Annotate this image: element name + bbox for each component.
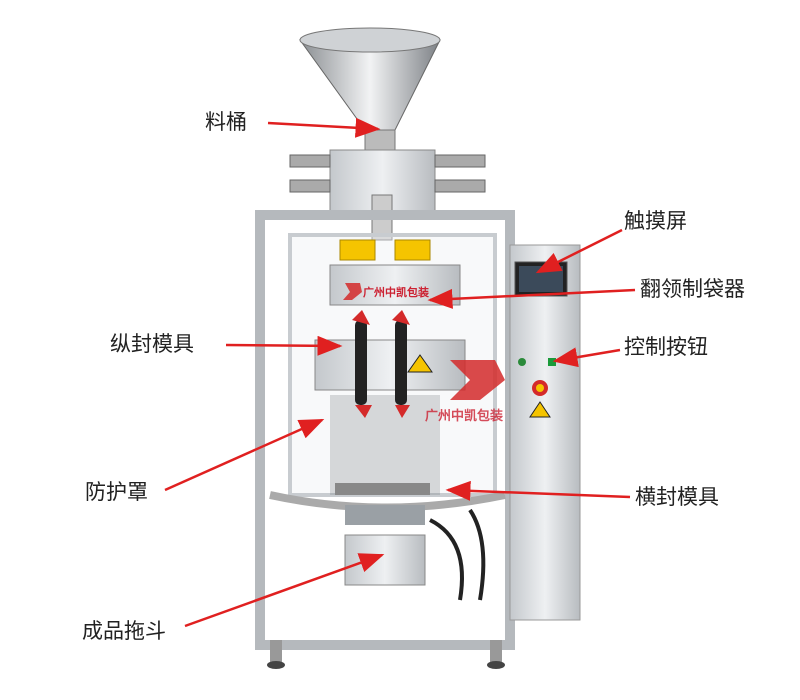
label-horizontal-seal: 横封模具 [635,485,719,509]
upper-assembly [289,149,486,241]
label-product-chute: 成品拖斗 [82,619,166,643]
label-control-buttons: 控制按钮 [624,335,708,359]
label-guard: 防护罩 [85,480,148,504]
arrow-control-buttons [552,347,621,368]
callout-arrows [164,117,636,628]
logo-text: 广州中凯包装 [363,286,429,299]
arrow-vertical-seal [225,335,343,356]
label-bag-former: 翻领制袋器 [640,277,745,301]
label-touch-screen: 触摸屏 [624,209,687,233]
horizontal-seal-jaw [335,483,430,525]
logo-text-watermark: 广州中凯包装 [425,409,504,424]
hopper [299,27,441,151]
control-cabinet [509,244,581,621]
arrow-guard [164,418,325,492]
label-vertical-seal: 纵封模具 [110,332,194,356]
arrow-product-chute [184,553,385,628]
logo-mark [343,283,505,400]
label-hopper: 料桶 [205,110,247,134]
arrow-touch-screen [535,228,623,274]
arrow-bag-former [427,288,636,309]
arrow-hopper [267,117,381,138]
arrow-horizontal-seal [445,480,631,501]
